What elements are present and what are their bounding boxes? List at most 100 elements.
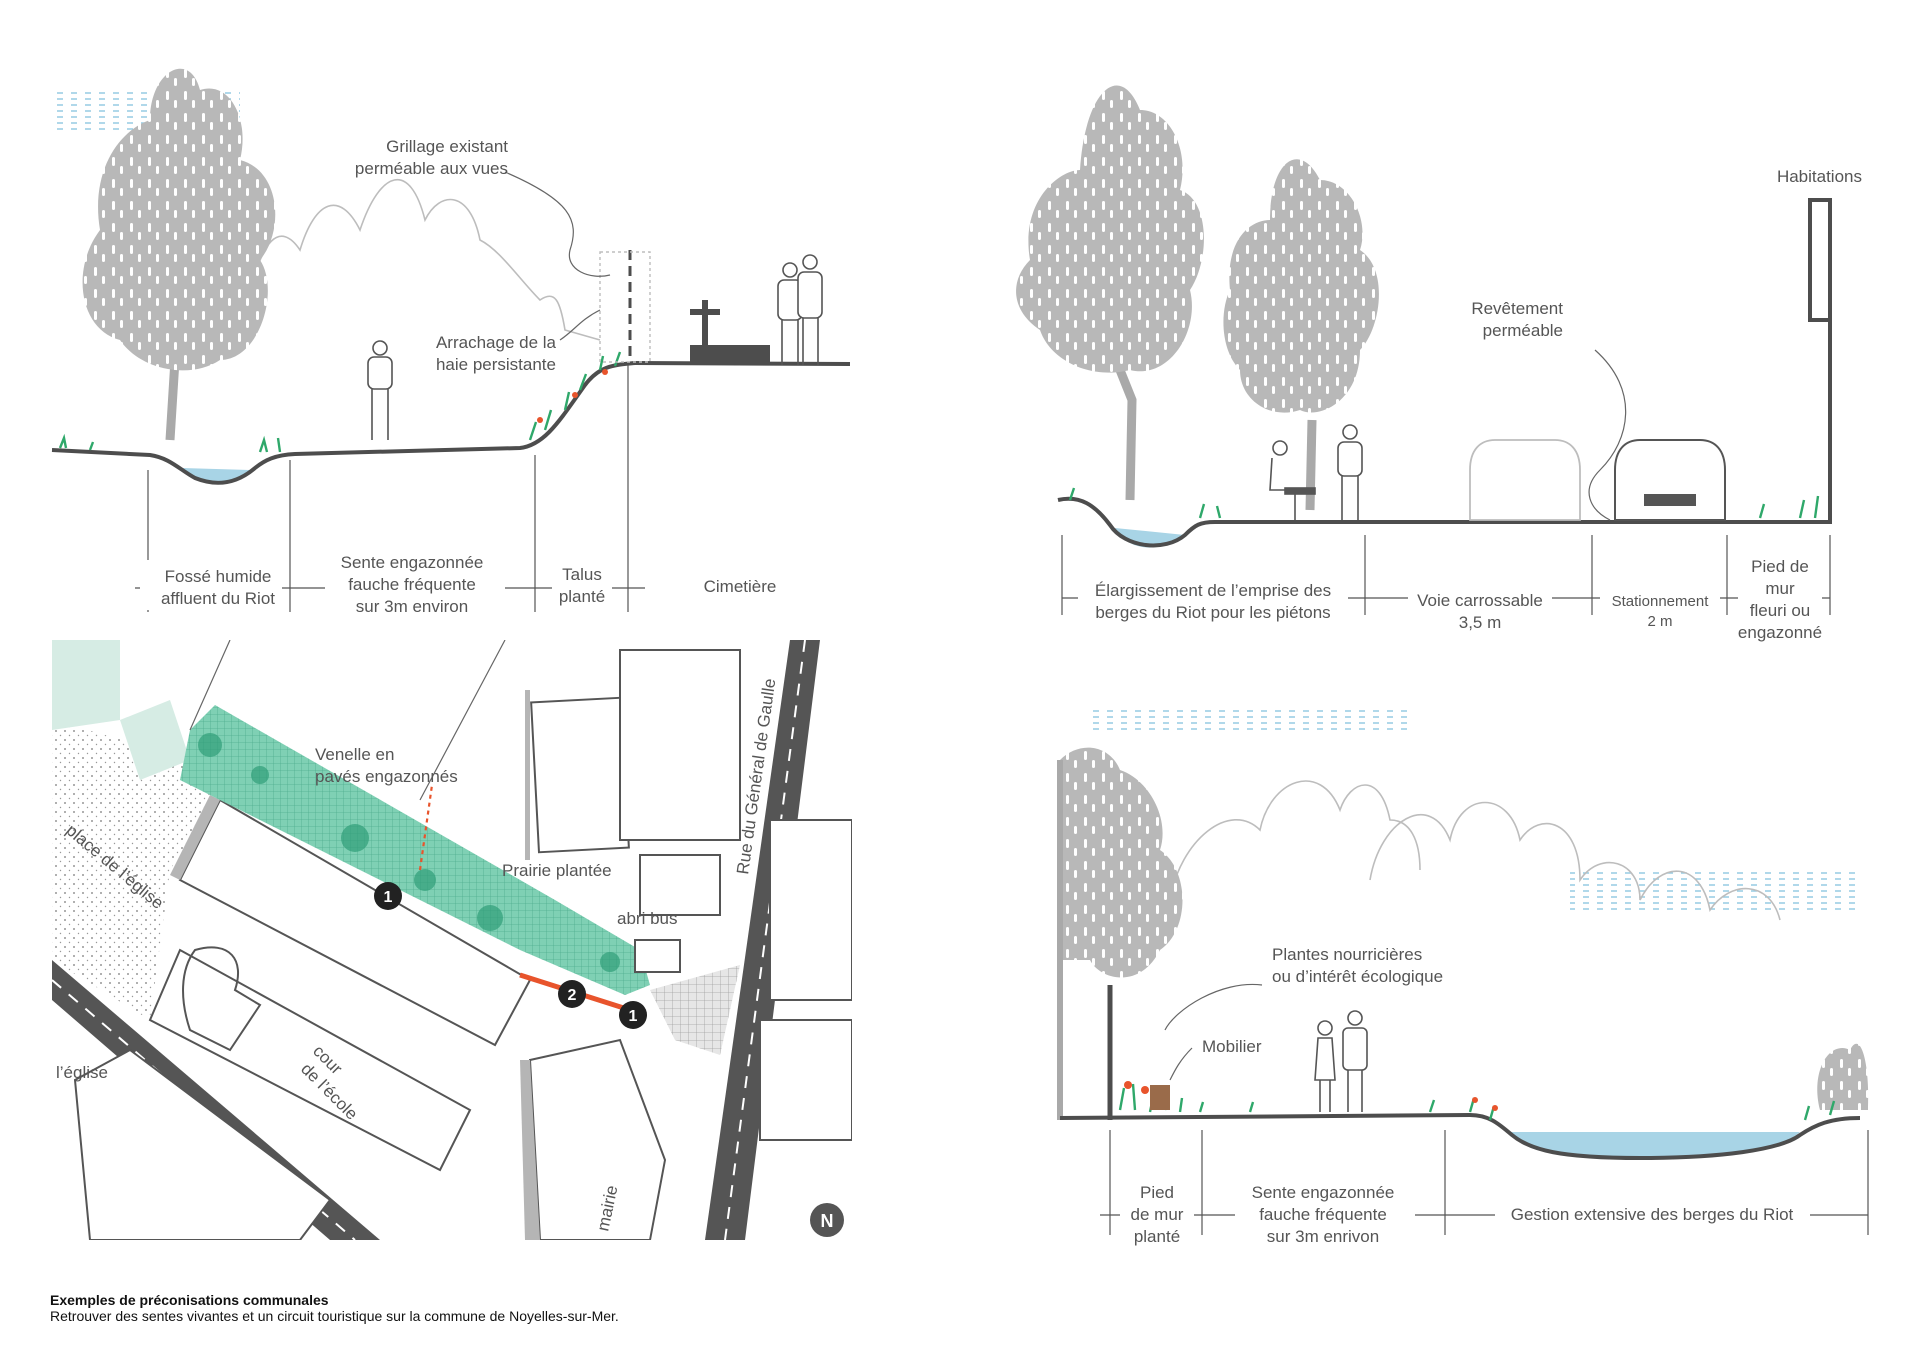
label-voie-1: Voie carrossable (1417, 591, 1543, 610)
section-3-drawing (1057, 706, 1869, 1235)
tree-canopy (477, 905, 503, 931)
label-sente-3-2: fauche fréquente (1259, 1205, 1387, 1224)
red-dashed-link (418, 784, 434, 871)
section-1-labels: Grillage existant perméable aux vues Arr… (140, 137, 790, 620)
label-plantes-1: Plantes nourricières (1272, 945, 1422, 964)
north-label: N (821, 1211, 834, 1231)
hedge-outline (1369, 801, 1781, 921)
label-pied-1: Pied de (1751, 557, 1809, 576)
marker-1a[interactable]: 1 (374, 882, 402, 910)
label-talus-2: planté (559, 587, 605, 606)
flower (1141, 1086, 1149, 1094)
label-venelle-2: pavés engazonnés (315, 767, 458, 786)
tree-canopy (251, 766, 269, 784)
section-1-ground (51, 360, 851, 485)
marker-2[interactable]: 2 (558, 980, 586, 1008)
marker-2-label: 2 (568, 987, 577, 1004)
section-3-labels: Plantes nourricières ou d’intérêt écolog… (1120, 945, 1810, 1250)
label-grillage-2: perméable aux vues (355, 159, 508, 178)
car-outline-ghost (1469, 439, 1581, 521)
tree-canopy (341, 824, 369, 852)
label-prairie: Prairie plantée (502, 861, 612, 880)
label-sente-1: Sente engazonnée (341, 553, 484, 572)
section-3-ground (1059, 1112, 1861, 1161)
courtyard-shape (182, 946, 262, 1052)
marker-1a-label: 1 (384, 889, 393, 906)
section-1-drawing (50, 68, 851, 612)
label-habitations: Habitations (1777, 167, 1862, 186)
marker-1b[interactable]: 1 (619, 1001, 647, 1029)
building (759, 1019, 852, 1141)
label-revetement-1: Revêtement (1471, 299, 1563, 318)
river-water (1510, 1132, 1800, 1158)
shrub (1817, 1043, 1869, 1110)
label-pied-3-1: Pied (1140, 1183, 1174, 1202)
label-sente-3-1: Sente engazonnée (1252, 1183, 1395, 1202)
label-talus-1: Talus (562, 565, 602, 584)
tree-canopy (198, 733, 222, 757)
label-venelle-1: Venelle en (315, 745, 394, 764)
tree-trunk (1115, 368, 1137, 501)
tomb (690, 345, 770, 365)
figure-caption: Exemples de préconisations communales Re… (50, 1292, 950, 1324)
place-dotted-area (52, 720, 230, 1020)
flower (572, 392, 578, 398)
pale-green-plot (120, 700, 190, 780)
pale-green-plot (52, 640, 120, 730)
label-pied-3-2: de mur (1131, 1205, 1184, 1224)
sky-texture (1090, 706, 1410, 734)
label-elargissement-1: Élargissement de l’emprise des (1095, 581, 1331, 600)
label-fosse-1: Fossé humide (165, 567, 272, 586)
grass-tufts (58, 351, 622, 453)
leader-revetement (1588, 349, 1627, 521)
section-2-labels: Habitations Revêtement perméable Élargis… (1078, 167, 1862, 647)
label-sente-3: sur 3m environ (356, 597, 468, 616)
flower (537, 417, 543, 423)
label-pied-2: mur (1765, 579, 1795, 598)
tree-canopy (600, 952, 620, 972)
tree-crown (1060, 747, 1183, 978)
grass-tufts (1198, 1097, 1836, 1121)
building (619, 649, 741, 841)
label-gestion: Gestion extensive des berges du Riot (1511, 1205, 1794, 1224)
tree-trunk (1305, 419, 1317, 511)
label-eglise: l’église (56, 1063, 108, 1082)
label-arrachage-1: Arrachage de la (436, 333, 557, 352)
label-elargissement-2: berges du Riot pour les piétons (1095, 603, 1330, 622)
seated-person (1269, 440, 1316, 520)
building (530, 696, 630, 854)
caption-title: Exemples de préconisations communales (50, 1292, 329, 1308)
road-diagonal (52, 960, 380, 1240)
label-pied-3: fleuri ou (1750, 601, 1810, 620)
tree-crown (82, 68, 276, 371)
label-sente-3-3: sur 3m enrivon (1267, 1227, 1379, 1246)
tree-canopy (414, 869, 436, 891)
school-courtyard (148, 948, 472, 1172)
bus-shelter (634, 939, 681, 973)
tree-crown-right (1223, 159, 1379, 413)
sky-texture (1570, 868, 1860, 912)
furniture (1150, 1085, 1170, 1110)
road-rue-general-de-gaulle (705, 640, 820, 1240)
fence-ghost-outline (599, 251, 651, 363)
building (769, 819, 852, 1001)
label-stationnement-2: 2 m (1647, 613, 1672, 630)
couple-figures (777, 254, 823, 365)
label-voie-2: 3,5 m (1459, 613, 1502, 632)
building (639, 854, 721, 916)
grass-tufts (1068, 487, 1820, 519)
couple-figures (1314, 1010, 1368, 1112)
label-arrachage-2: haie persistante (436, 355, 556, 374)
car (1614, 439, 1726, 521)
venelle-prairie-strip (180, 705, 650, 995)
flower (602, 369, 608, 375)
marker-1b-label: 1 (629, 1008, 638, 1025)
label-mobilier: Mobilier (1202, 1037, 1262, 1056)
section-2-ground (1057, 198, 1832, 548)
tree-crown-left (1016, 85, 1204, 373)
label-sente-2: fauche fréquente (348, 575, 476, 594)
hedge-outline (249, 178, 601, 341)
leader-plantes (1164, 983, 1263, 1031)
flower (1492, 1105, 1498, 1111)
label-grillage-1: Grillage existant (386, 137, 508, 156)
